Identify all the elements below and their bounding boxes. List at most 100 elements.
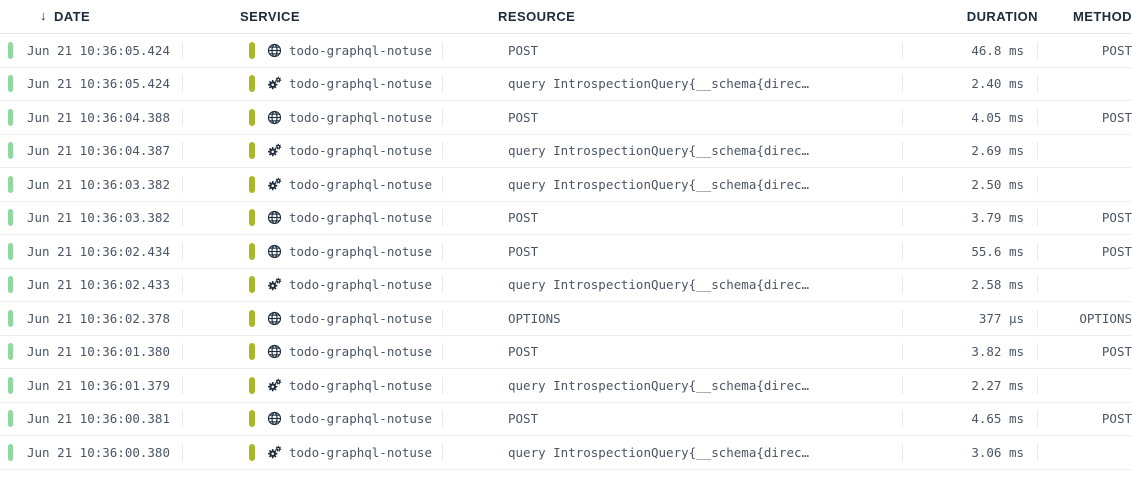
status-indicator — [8, 276, 13, 294]
service-color-indicator — [249, 276, 255, 294]
cell-resource: POST — [498, 101, 903, 134]
method-value: POST — [1101, 109, 1132, 125]
date-text: Jun 21 10:36:05.424 — [27, 42, 170, 58]
service-color-indicator — [249, 376, 255, 394]
service-name[interactable]: todo-graphql-notuse — [289, 344, 432, 360]
cell-method: POST — [1038, 34, 1132, 67]
service-name[interactable]: todo-graphql-notuse — [289, 42, 432, 58]
column-divider — [1037, 175, 1038, 193]
column-divider — [182, 75, 183, 93]
column-divider — [182, 242, 183, 260]
service-color-indicator — [249, 108, 255, 126]
resource-name[interactable]: query IntrospectionQuery{__schema{direc… — [508, 277, 810, 293]
resource-name[interactable]: POST — [508, 109, 539, 125]
column-header-method[interactable]: METHOD — [1038, 9, 1132, 24]
cell-resource: OPTIONS — [498, 302, 903, 335]
resource-name[interactable]: POST — [508, 411, 539, 427]
resource-name[interactable]: query IntrospectionQuery{__schema{direc… — [508, 444, 810, 460]
column-header-method-label: METHOD — [1072, 9, 1132, 24]
service-name[interactable]: todo-graphql-notuse — [289, 176, 432, 192]
cell-duration: 2.50 ms — [903, 168, 1038, 201]
cell-method: POST — [1038, 235, 1132, 268]
service-color-indicator — [249, 175, 255, 193]
table-row[interactable]: Jun 21 10:36:00.381 todo-graphql-notuse PO… — [0, 402, 1132, 436]
method-value: POST — [1101, 210, 1132, 226]
column-divider — [182, 175, 183, 193]
cell-method — [1038, 135, 1132, 168]
resource-name[interactable]: query IntrospectionQuery{__schema{direc… — [508, 143, 810, 159]
column-divider — [442, 142, 443, 160]
column-divider — [902, 41, 903, 59]
column-divider — [902, 276, 903, 294]
table-row[interactable]: Jun 21 10:36:01.380 todo-graphql-notuse PO… — [0, 335, 1132, 369]
column-header-resource[interactable]: RESOURCE — [498, 9, 903, 24]
service-name[interactable]: todo-graphql-notuse — [289, 109, 432, 125]
globe-icon — [267, 411, 282, 426]
column-divider — [902, 242, 903, 260]
service-name[interactable]: todo-graphql-notuse — [289, 277, 432, 293]
service-name[interactable]: todo-graphql-notuse — [289, 243, 432, 259]
status-indicator — [8, 309, 13, 327]
cell-duration: 4.65 ms — [903, 403, 1038, 436]
service-name[interactable]: todo-graphql-notuse — [289, 210, 432, 226]
column-header-resource-label: RESOURCE — [498, 9, 576, 24]
table-row[interactable]: Jun 21 10:36:03.382 todo-graphql-notuse qu… — [0, 168, 1132, 202]
column-divider — [442, 175, 443, 193]
cell-date: Jun 21 10:36:00.380 — [0, 436, 240, 469]
column-header-service[interactable]: SERVICE — [240, 9, 498, 24]
resource-name[interactable]: query IntrospectionQuery{__schema{direc… — [508, 76, 810, 92]
duration-value: 2.40 ms — [971, 76, 1024, 92]
cell-resource: query IntrospectionQuery{__schema{direc… — [498, 369, 903, 402]
duration-value: 4.05 ms — [971, 109, 1024, 125]
column-header-date[interactable]: ↓ DATE — [0, 9, 240, 24]
column-header-duration[interactable]: DURATION — [903, 9, 1038, 24]
cell-date: Jun 21 10:36:03.382 — [0, 168, 240, 201]
service-name[interactable]: todo-graphql-notuse — [289, 76, 432, 92]
service-name[interactable]: todo-graphql-notuse — [289, 444, 432, 460]
column-divider — [902, 75, 903, 93]
gears-icon — [267, 277, 282, 292]
cell-method — [1038, 269, 1132, 302]
resource-name[interactable]: OPTIONS — [508, 310, 561, 326]
resource-name[interactable]: POST — [508, 243, 539, 259]
cell-service: todo-graphql-notuse — [240, 168, 498, 201]
resource-name[interactable]: query IntrospectionQuery{__schema{direc… — [508, 176, 810, 192]
date-text: Jun 21 10:36:00.381 — [27, 411, 170, 427]
globe-icon — [267, 43, 282, 58]
method-value: POST — [1101, 411, 1132, 427]
gears-icon — [267, 378, 282, 393]
cell-date: Jun 21 10:36:00.381 — [0, 403, 240, 436]
column-divider — [1037, 410, 1038, 428]
resource-name[interactable]: POST — [508, 344, 539, 360]
column-divider — [902, 443, 903, 461]
cell-date: Jun 21 10:36:01.380 — [0, 336, 240, 369]
duration-value: 2.50 ms — [971, 176, 1024, 192]
column-divider — [442, 209, 443, 227]
method-value: POST — [1101, 42, 1132, 58]
resource-name[interactable]: POST — [508, 210, 539, 226]
cell-resource: POST — [498, 235, 903, 268]
gears-icon — [267, 76, 282, 91]
resource-name[interactable]: query IntrospectionQuery{__schema{direc… — [508, 377, 810, 393]
column-divider — [1037, 309, 1038, 327]
date-text: Jun 21 10:36:00.380 — [27, 444, 170, 460]
service-name[interactable]: todo-graphql-notuse — [289, 377, 432, 393]
table-row[interactable]: Jun 21 10:36:00.380 todo-graphql-notuse qu… — [0, 436, 1132, 470]
cell-date: Jun 21 10:36:05.424 — [0, 68, 240, 101]
globe-icon — [267, 110, 282, 125]
service-color-indicator — [249, 309, 255, 327]
resource-name[interactable]: POST — [508, 42, 539, 58]
table-row[interactable]: Jun 21 10:36:05.424 todo-graphql-notuse PO… — [0, 34, 1132, 68]
service-name[interactable]: todo-graphql-notuse — [289, 143, 432, 159]
service-name[interactable]: todo-graphql-notuse — [289, 411, 432, 427]
service-name[interactable]: todo-graphql-notuse — [289, 310, 432, 326]
cell-resource: POST — [498, 202, 903, 235]
table-row[interactable]: Jun 21 10:36:05.424 todo-graphql-notuse qu… — [0, 67, 1132, 101]
